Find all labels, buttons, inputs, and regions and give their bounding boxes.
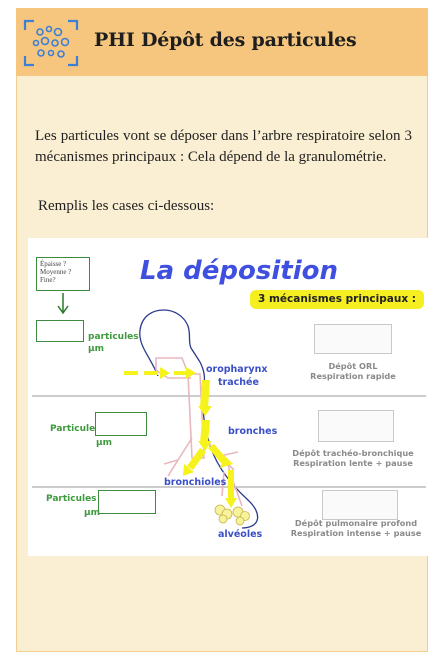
head-outline bbox=[139, 309, 201, 377]
deposit-label-3: Dépôt pulmonaire profond Respiration int… bbox=[290, 518, 422, 538]
intro-paragraph: Les particules vont se déposer dans l’ar… bbox=[35, 128, 412, 165]
mechanisms-badge: 3 mécanismes principaux : bbox=[250, 290, 424, 309]
alveoli-label: alvéoles bbox=[218, 529, 263, 540]
nasal-cavity bbox=[155, 357, 192, 379]
deposit-answer-box-3[interactable] bbox=[322, 490, 398, 520]
particles-label-1: particules bbox=[88, 332, 139, 342]
unit-label-1: µm bbox=[88, 344, 105, 354]
particle-size-input-1[interactable] bbox=[36, 320, 84, 342]
diagram-title: La déposition bbox=[140, 256, 338, 286]
bronchioles-label: bronchioles bbox=[164, 477, 227, 488]
deposit-answer-box-1[interactable] bbox=[314, 324, 392, 354]
header-bar: PHI Dépôt des particules bbox=[16, 8, 428, 76]
trachea-label: trachée bbox=[218, 377, 259, 388]
choice-moyenne: Moyenne ? bbox=[40, 268, 72, 276]
page-title: PHI Dépôt des particules bbox=[94, 29, 357, 51]
particle-size-input-3[interactable] bbox=[98, 490, 156, 514]
deposit-answer-box-2[interactable] bbox=[318, 410, 394, 442]
bronchi-label: bronches bbox=[228, 426, 278, 437]
alveoli-cluster bbox=[214, 504, 250, 526]
unit-label-2: µm bbox=[96, 438, 113, 448]
deposit-label-2: Dépôt trachéo-bronchique Respiration len… bbox=[292, 448, 414, 468]
oropharynx-label: oropharynx bbox=[206, 364, 268, 375]
particles-label-2: Particules bbox=[50, 424, 101, 434]
instruction-text: Remplis les cases ci-dessous: bbox=[38, 198, 215, 214]
particles-label-3: Particules bbox=[46, 494, 97, 504]
diagram-graphics bbox=[32, 293, 426, 529]
size-choices-box: Épaisse ? Moyenne ? Fine? bbox=[36, 257, 90, 291]
unit-label-3: µm bbox=[84, 508, 101, 518]
choice-epaisse: Épaisse ? bbox=[40, 260, 67, 268]
deposit-label-1: Dépôt ORL Respiration rapide bbox=[310, 361, 396, 381]
particle-size-input-2[interactable] bbox=[95, 412, 147, 436]
choice-fine: Fine? bbox=[40, 276, 56, 284]
airflow-arrows bbox=[124, 367, 237, 508]
deposition-diagram: La déposition Épaisse ? Moyenne ? Fine? … bbox=[28, 238, 430, 556]
particles-icon bbox=[23, 19, 79, 67]
trachea bbox=[187, 373, 205, 459]
